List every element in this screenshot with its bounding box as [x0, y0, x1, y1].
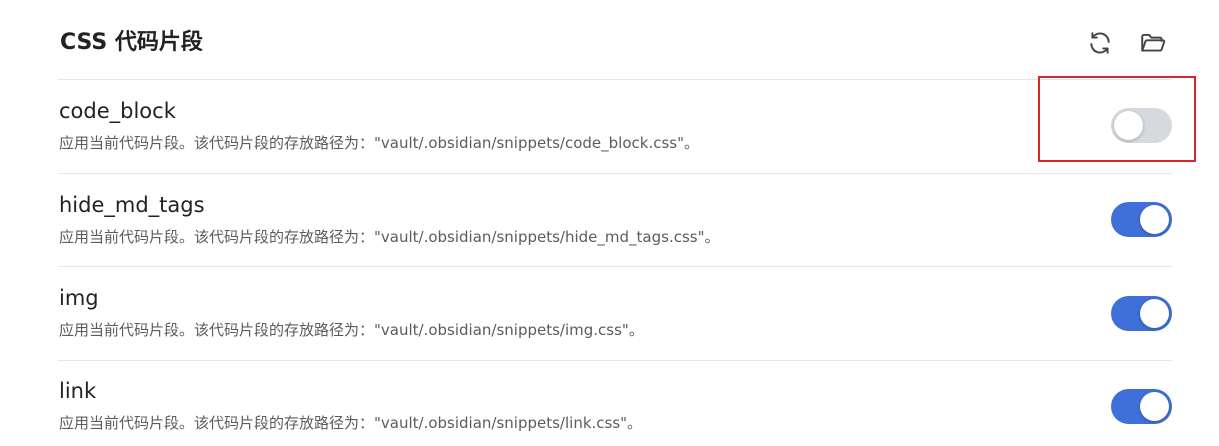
snippet-description: 应用当前代码片段。该代码片段的存放路径为："vault/.obsidian/sn… [59, 228, 720, 246]
snippet-name: link [59, 379, 97, 403]
snippet-row-hide-md-tags: hide_md_tags 应用当前代码片段。该代码片段的存放路径为："vault… [58, 174, 1172, 267]
toggle-knob [1140, 299, 1169, 328]
snippet-name: code_block [59, 99, 176, 123]
open-snippets-folder-button[interactable] [1137, 27, 1169, 59]
snippet-row-code-block: code_block 应用当前代码片段。该代码片段的存放路径为："vault/.… [58, 80, 1172, 174]
snippet-name: hide_md_tags [59, 193, 205, 217]
section-title: CSS 代码片段 [60, 30, 203, 55]
toggle-knob [1140, 392, 1169, 421]
reload-icon [1090, 32, 1110, 54]
reload-snippets-button[interactable] [1084, 27, 1116, 59]
folder-open-icon [1141, 33, 1166, 52]
snippet-toggle-img[interactable] [1111, 296, 1172, 331]
snippet-toggle-code-block[interactable] [1111, 108, 1172, 143]
snippet-toggle-hide-md-tags[interactable] [1111, 202, 1172, 237]
snippet-description: 应用当前代码片段。该代码片段的存放路径为："vault/.obsidian/sn… [59, 134, 699, 152]
snippet-name: img [59, 286, 99, 310]
snippet-row-img: img 应用当前代码片段。该代码片段的存放路径为："vault/.obsidia… [58, 267, 1172, 361]
snippet-description: 应用当前代码片段。该代码片段的存放路径为："vault/.obsidian/sn… [59, 321, 644, 339]
toggle-knob [1140, 205, 1169, 234]
snippet-description: 应用当前代码片段。该代码片段的存放路径为："vault/.obsidian/sn… [59, 414, 643, 432]
toggle-knob [1114, 111, 1143, 140]
snippets-header: CSS 代码片段 [58, 0, 1172, 80]
snippet-toggle-link[interactable] [1111, 389, 1172, 424]
snippet-row-link: link 应用当前代码片段。该代码片段的存放路径为："vault/.obsidi… [58, 361, 1172, 446]
